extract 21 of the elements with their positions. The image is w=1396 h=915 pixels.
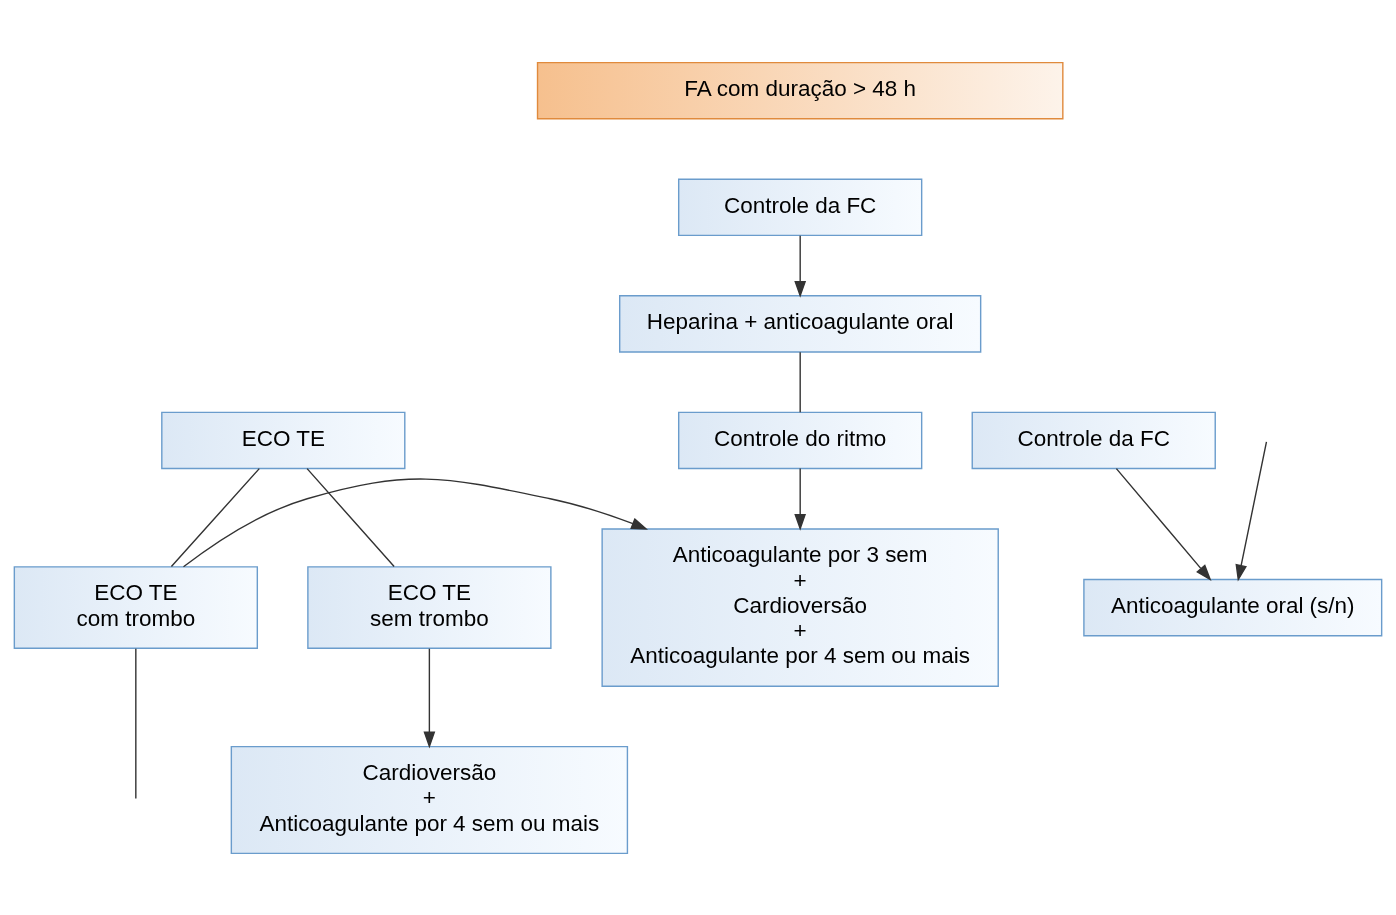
- connector: [799, 351, 801, 413]
- node-box: Anticoagulante oral (s/n): [1083, 578, 1383, 636]
- connector: [306, 467, 395, 567]
- node-box: ECO TE com trombo: [13, 565, 258, 649]
- arrow: [794, 234, 807, 298]
- node-box: Anticoagulante por 3 sem + Cardioversão + Anticoagulante por 4 sem ou mais: [601, 527, 999, 687]
- node-box: ECO TE: [161, 411, 406, 469]
- arrow: [182, 477, 649, 567]
- node-box: Heparina + anticoagulante oral: [619, 294, 982, 353]
- arrow: [423, 647, 436, 748]
- node-box: Controle da FC: [678, 178, 923, 236]
- arrow: [1235, 440, 1268, 581]
- node-box: Cardioversão + Anticoagulante por 4 sem ou mais: [230, 745, 629, 854]
- connector: [170, 467, 260, 567]
- node-box: FA com duração > 48 h: [536, 61, 1064, 119]
- connector: [135, 647, 137, 799]
- arrow: [794, 467, 807, 531]
- node-box: Controle da FC: [971, 411, 1216, 469]
- arrow: [1115, 467, 1212, 581]
- node-box: Controle do ritmo: [678, 411, 923, 469]
- node-box: ECO TE sem trombo: [307, 565, 552, 649]
